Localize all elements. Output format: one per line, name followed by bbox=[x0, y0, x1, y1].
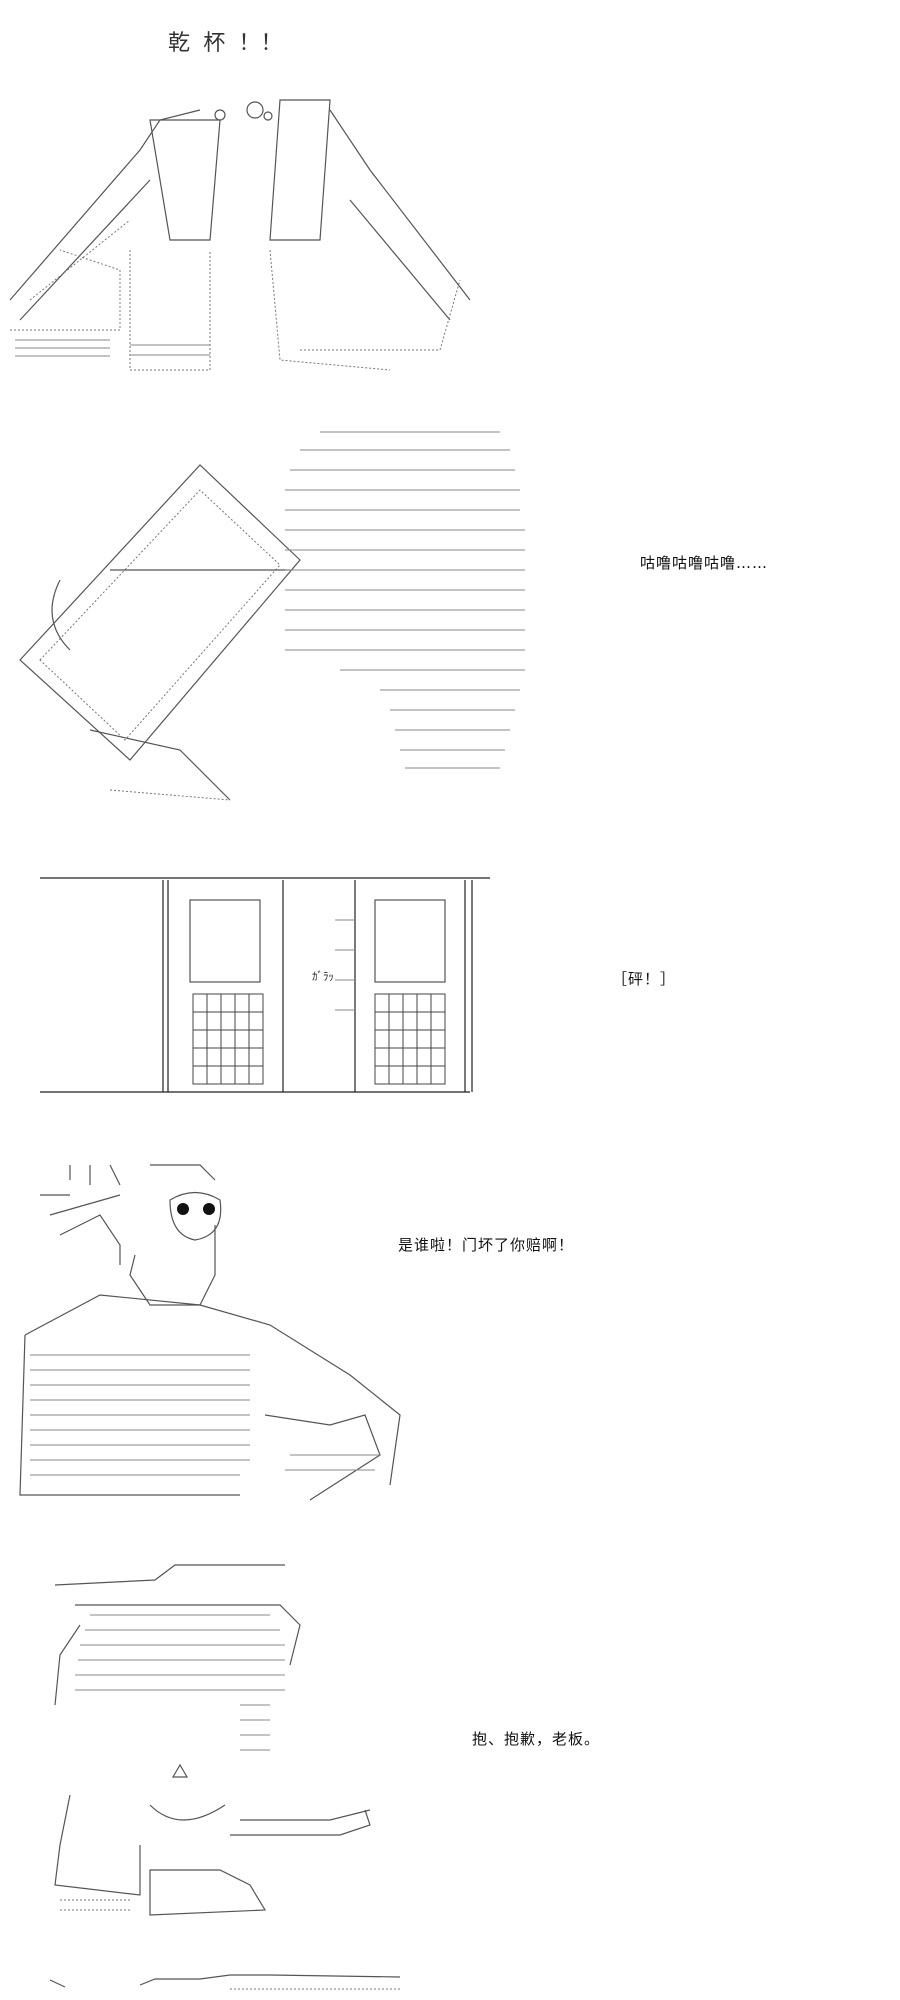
drink-art-svg bbox=[19, 431, 525, 801]
apology-art-svg bbox=[54, 1564, 371, 1916]
door-sfx: ｶﾞﾗｯ bbox=[312, 970, 334, 983]
apology-caption: 抱、抱歉，老板。 bbox=[472, 1730, 601, 1748]
panel-drink: 咕噜咕噜咕噜…… bbox=[0, 410, 900, 810]
toast-art-svg: 乾 杯 ！！ bbox=[9, 31, 471, 371]
door-caption: ［砰！］ bbox=[612, 970, 677, 988]
apology-ascii-art bbox=[0, 1555, 400, 1935]
panel-apology: 抱、抱歉，老板。 bbox=[0, 1555, 900, 1935]
boss-art-svg bbox=[19, 1164, 401, 1501]
panel-toast: 乾 杯 ！！ bbox=[0, 0, 900, 380]
boss-ascii-art bbox=[0, 1155, 420, 1515]
toast-ascii-art: 乾 杯 ！！ bbox=[0, 0, 480, 380]
drink-ascii-art bbox=[0, 410, 540, 810]
toast-title: 乾 杯 ！！ bbox=[168, 31, 283, 56]
panel-partial bbox=[0, 1965, 900, 2000]
door-ascii-art bbox=[0, 870, 500, 1100]
drink-caption: 咕噜咕噜咕噜…… bbox=[640, 554, 769, 572]
partial-art-svg bbox=[49, 1974, 401, 1990]
panel-door: ｶﾞﾗｯ ［砰！］ bbox=[0, 870, 900, 1100]
door-art-svg bbox=[40, 877, 490, 1093]
boss-caption: 是谁啦！门坏了你赔啊！ bbox=[398, 1236, 575, 1254]
partial-ascii-art bbox=[0, 1965, 420, 2000]
panel-boss: 是谁啦！门坏了你赔啊！ bbox=[0, 1155, 900, 1515]
